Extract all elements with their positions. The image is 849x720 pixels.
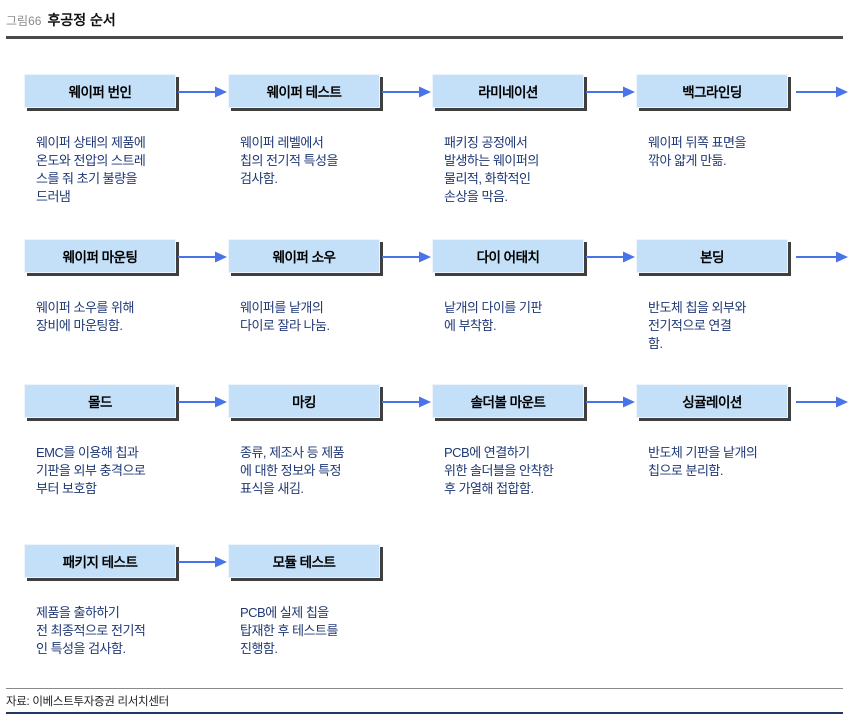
process-row-2: 웨이퍼 마운팅 웨이퍼 소우를 위해 장비에 마운팅함. 웨이퍼 소우 웨이퍼를…	[6, 239, 848, 384]
page-title: 후공정 순서	[47, 12, 116, 28]
step-box: 다이 어태치	[432, 239, 584, 273]
step-label: 본딩	[700, 250, 724, 265]
process-step: 모듈 테스트 PCB에 실제 칩을 탑재한 후 테스트를 진행함.	[228, 544, 380, 658]
process-step: 몰드 EMC를 이용해 칩과 기판을 외부 충격으로 부터 보호함	[24, 384, 176, 498]
step-box: 라미네이션	[432, 74, 584, 108]
process-row-3: 몰드 EMC를 이용해 칩과 기판을 외부 충격으로 부터 보호함 마킹 종류,…	[6, 384, 848, 544]
step-label: 웨이퍼 마운팅	[62, 250, 138, 265]
step-description: EMC를 이용해 칩과 기판을 외부 충격으로 부터 보호함	[36, 445, 146, 496]
process-step: 웨이퍼 테스트 웨이퍼 레벨에서 칩의 전기적 특성을 검사함.	[228, 74, 380, 188]
step-description: 종류, 제조사 등 제품 에 대한 정보와 특정 표식을 새김.	[240, 445, 345, 496]
step-label: 다이 어태치	[476, 250, 540, 265]
process-step: 백그라인딩 웨이퍼 뒤쪽 표면을 깎아 얇게 만듦.	[636, 74, 788, 170]
step-box: 백그라인딩	[636, 74, 788, 108]
arrow-right-icon	[788, 395, 849, 409]
step-box: 솔더볼 마운트	[432, 384, 584, 418]
process-step: 웨이퍼 소우 웨이퍼를 낱개의 다이로 잘라 나눔.	[228, 239, 380, 335]
arrow-right-icon	[584, 395, 636, 409]
step-description: 제품을 출하하기 전 최종적으로 전기적 인 특성을 검사함.	[36, 605, 146, 656]
process-step: 마킹 종류, 제조사 등 제품 에 대한 정보와 특정 표식을 새김.	[228, 384, 380, 498]
step-label: 패키지 테스트	[62, 555, 138, 570]
arrow-right-icon	[584, 250, 636, 264]
arrow-right-icon	[584, 85, 636, 99]
step-box: 몰드	[24, 384, 176, 418]
step-box: 싱귤레이션	[636, 384, 788, 418]
step-description: 웨이퍼를 낱개의 다이로 잘라 나눔.	[240, 300, 330, 333]
process-step: 웨이퍼 마운팅 웨이퍼 소우를 위해 장비에 마운팅함.	[24, 239, 176, 335]
step-label: 웨이퍼 소우	[272, 250, 336, 265]
step-label: 몰드	[88, 395, 112, 410]
step-box: 모듈 테스트	[228, 544, 380, 578]
step-description: 낱개의 다이를 기판 에 부착함.	[444, 300, 542, 333]
step-description: 웨이퍼 소우를 위해 장비에 마운팅함.	[36, 300, 134, 333]
step-description: PCB에 실제 칩을 탑재한 후 테스트를 진행함.	[240, 605, 338, 656]
figure-header: 그림66 후공정 순서	[6, 8, 843, 39]
arrow-right-icon	[176, 250, 228, 264]
step-label: 마킹	[292, 395, 316, 410]
step-description: 웨이퍼 상태의 제품에 온도와 전압의 스트레 스를 줘 초기 불량을 드러냄	[36, 135, 146, 204]
process-step: 본딩 반도체 칩을 외부와 전기적으로 연결 함.	[636, 239, 788, 353]
step-box: 마킹	[228, 384, 380, 418]
process-step: 라미네이션 패키징 공정에서 발생하는 웨이퍼의 물리적, 화학적인 손상을 막…	[432, 74, 584, 206]
step-label: 모듈 테스트	[272, 555, 336, 570]
step-label: 싱귤레이션	[682, 395, 742, 410]
step-label: 백그라인딩	[682, 85, 742, 100]
source-text: 자료: 이베스트투자증권 리서치센터	[6, 696, 169, 708]
arrow-right-icon	[380, 85, 432, 99]
process-step: 다이 어태치 낱개의 다이를 기판 에 부착함.	[432, 239, 584, 335]
step-description: PCB에 연결하기 위한 솔더블을 안착한 후 가열해 접합함.	[444, 445, 554, 496]
process-row-4: 패키지 테스트 제품을 출하하기 전 최종적으로 전기적 인 특성을 검사함. …	[6, 544, 843, 674]
step-box: 웨이퍼 번인	[24, 74, 176, 108]
step-description: 웨이퍼 레벨에서 칩의 전기적 특성을 검사함.	[240, 135, 338, 186]
step-description: 패키징 공정에서 발생하는 웨이퍼의 물리적, 화학적인 손상을 막음.	[444, 135, 539, 204]
process-step: 웨이퍼 번인 웨이퍼 상태의 제품에 온도와 전압의 스트레 스를 줘 초기 불…	[24, 74, 176, 206]
arrow-right-icon	[176, 395, 228, 409]
step-description: 웨이퍼 뒤쪽 표면을 깎아 얇게 만듦.	[648, 135, 746, 168]
arrow-right-icon	[380, 250, 432, 264]
step-description: 반도체 기판을 낱개의 칩으로 분리함.	[648, 445, 758, 478]
arrow-right-icon	[788, 85, 849, 99]
process-step: 패키지 테스트 제품을 출하하기 전 최종적으로 전기적 인 특성을 검사함.	[24, 544, 176, 658]
arrow-right-icon	[176, 85, 228, 99]
step-box: 본딩	[636, 239, 788, 273]
process-row-1: 웨이퍼 번인 웨이퍼 상태의 제품에 온도와 전압의 스트레 스를 줘 초기 불…	[6, 74, 848, 239]
step-description: 반도체 칩을 외부와 전기적으로 연결 함.	[648, 300, 746, 351]
arrow-right-icon	[380, 395, 432, 409]
step-label: 웨이퍼 테스트	[266, 85, 342, 100]
step-label: 웨이퍼 번인	[68, 85, 132, 100]
step-box: 웨이퍼 소우	[228, 239, 380, 273]
arrow-right-icon	[176, 555, 228, 569]
process-step: 싱귤레이션 반도체 기판을 낱개의 칩으로 분리함.	[636, 384, 788, 480]
step-box: 웨이퍼 마운팅	[24, 239, 176, 273]
bottom-divider	[6, 712, 843, 714]
step-label: 라미네이션	[478, 85, 538, 100]
figure-footer: 자료: 이베스트투자증권 리서치센터	[6, 688, 843, 709]
process-step: 솔더볼 마운트 PCB에 연결하기 위한 솔더블을 안착한 후 가열해 접합함.	[432, 384, 584, 498]
step-box: 웨이퍼 테스트	[228, 74, 380, 108]
step-label: 솔더볼 마운트	[470, 395, 546, 410]
step-box: 패키지 테스트	[24, 544, 176, 578]
arrow-right-icon	[788, 250, 849, 264]
figure-number: 그림66	[6, 14, 42, 28]
